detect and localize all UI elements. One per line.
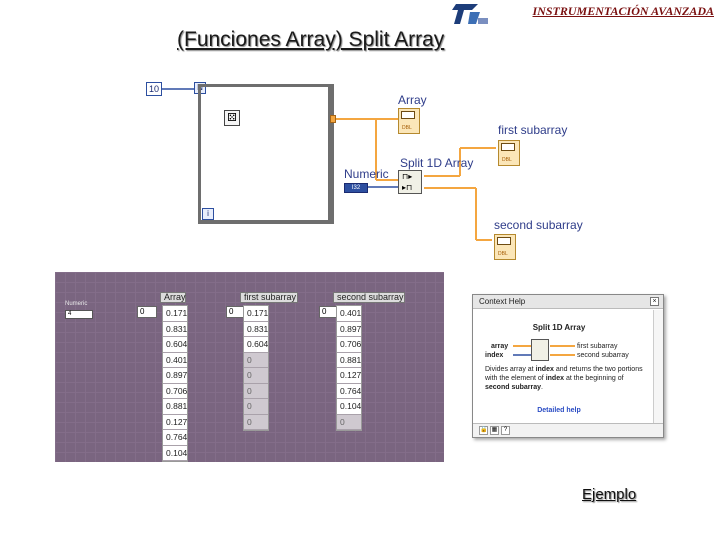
- first-subarray-title: first subarray: [240, 292, 298, 303]
- array-title: Array: [160, 292, 186, 303]
- help-output-second: second subarray: [577, 352, 629, 359]
- array-cell[interactable]: 0.764: [163, 430, 187, 446]
- second-subarray-cell: 0.127: [337, 368, 361, 384]
- array-cell[interactable]: 0.401: [163, 352, 187, 368]
- first-subarray-cell: 0: [244, 414, 268, 430]
- help-description: Divides array at index and returns the t…: [485, 366, 643, 391]
- header-text: INSTRUMENTACIÓN AVANZADA: [532, 4, 714, 18]
- help-output-first: first subarray: [577, 343, 618, 350]
- split-1d-array-node[interactable]: ⊓▸▸⊓: [398, 170, 422, 194]
- second-subarray-title: second subarray: [333, 292, 405, 303]
- first-subarray-cell: 0: [244, 383, 268, 399]
- array-cell[interactable]: 0.127: [163, 414, 187, 430]
- block-diagram: 10 N i ⚄ Array DBL Split 1D Array ⊓▸▸⊓ N…: [140, 70, 600, 270]
- context-help-titlebar[interactable]: Context Help ×: [473, 295, 663, 309]
- fp-numeric-label: Numeric: [65, 301, 88, 307]
- first-subarray-cell: 0: [244, 352, 268, 368]
- context-help-window: Context Help × Split 1D Array array inde…: [472, 294, 664, 438]
- numeric-label: Numeric: [344, 167, 389, 181]
- diagram-wires: [162, 88, 496, 241]
- second-subarray-values: 0.401 0.897 0.706 0.881 0.127 0.764 0.10…: [336, 305, 362, 431]
- array-cell[interactable]: 0.831: [163, 321, 187, 337]
- first-subarray-cell: 0.171: [244, 306, 268, 322]
- first-subarray-cell: 0: [244, 399, 268, 415]
- array-cell[interactable]: 0.706: [163, 383, 187, 399]
- numeric-control[interactable]: I32: [344, 183, 368, 193]
- i-terminal: i: [202, 208, 214, 220]
- detailed-help-link[interactable]: Detailed help: [537, 407, 581, 414]
- second-subarray-label: second subarray: [494, 218, 583, 232]
- first-subarray-label: first subarray: [498, 123, 568, 137]
- second-subarray-cell: 0: [337, 414, 361, 430]
- array-cell[interactable]: 0.881: [163, 399, 187, 415]
- array-indicator[interactable]: DBL: [398, 108, 420, 134]
- second-subarray-cell: 0.401: [337, 306, 361, 322]
- first-subarray-cell: 0.831: [244, 321, 268, 337]
- loop-tunnel: [330, 115, 336, 123]
- random-number-icon[interactable]: ⚄: [224, 110, 240, 126]
- example-link[interactable]: Ejemplo: [582, 486, 637, 503]
- help-icon[interactable]: ?: [501, 426, 510, 435]
- second-subarray-cell: 0.104: [337, 399, 361, 415]
- slide-title: (Funciones Array) Split Array: [177, 28, 445, 51]
- help-input-index: index: [485, 352, 504, 359]
- second-subarray-cell: 0.764: [337, 383, 361, 399]
- institution-logo: [452, 4, 488, 24]
- front-panel: Numeric 4 Array 0 0.171 0.831 0.604 0.40…: [55, 272, 444, 462]
- array-cell[interactable]: 0.104: [163, 445, 187, 461]
- split-array-icon: [531, 339, 549, 361]
- array-cell[interactable]: 0.897: [163, 368, 187, 384]
- context-help-title: Context Help: [479, 297, 526, 306]
- array-cell[interactable]: 0.171: [163, 306, 187, 322]
- first-subarray-cell: 0: [244, 368, 268, 384]
- fp-numeric-control[interactable]: 4: [65, 310, 93, 319]
- array-index[interactable]: 0: [137, 306, 157, 318]
- second-subarray-cell: 0.881: [337, 352, 361, 368]
- first-subarray-indicator[interactable]: DBL: [498, 140, 520, 166]
- help-wires: [513, 345, 575, 356]
- for-loop[interactable]: [198, 84, 334, 224]
- array-values: 0.171 0.831 0.604 0.401 0.897 0.706 0.88…: [162, 305, 188, 462]
- array-label: Array: [398, 93, 427, 107]
- split-function-label: Split 1D Array: [400, 156, 474, 170]
- first-subarray-values: 0.171 0.831 0.604 0 0 0 0 0: [243, 305, 269, 431]
- help-toolbar: 🔒 ▦ ?: [473, 423, 663, 437]
- show-optional-icon[interactable]: ▦: [490, 426, 499, 435]
- help-scrollbar[interactable]: [653, 310, 663, 424]
- first-subarray-cell: 0.604: [244, 337, 268, 353]
- close-icon[interactable]: ×: [650, 297, 659, 306]
- second-subarray-indicator[interactable]: DBL: [494, 234, 516, 260]
- help-function-name: Split 1D Array: [532, 323, 586, 332]
- help-input-array: array: [491, 343, 509, 350]
- array-cell[interactable]: 0.604: [163, 337, 187, 353]
- loop-count-constant[interactable]: 10: [146, 82, 162, 96]
- second-subarray-cell: 0.706: [337, 337, 361, 353]
- second-subarray-cell: 0.897: [337, 321, 361, 337]
- second-subarray-index[interactable]: 0: [319, 306, 339, 318]
- lock-icon[interactable]: 🔒: [479, 426, 488, 435]
